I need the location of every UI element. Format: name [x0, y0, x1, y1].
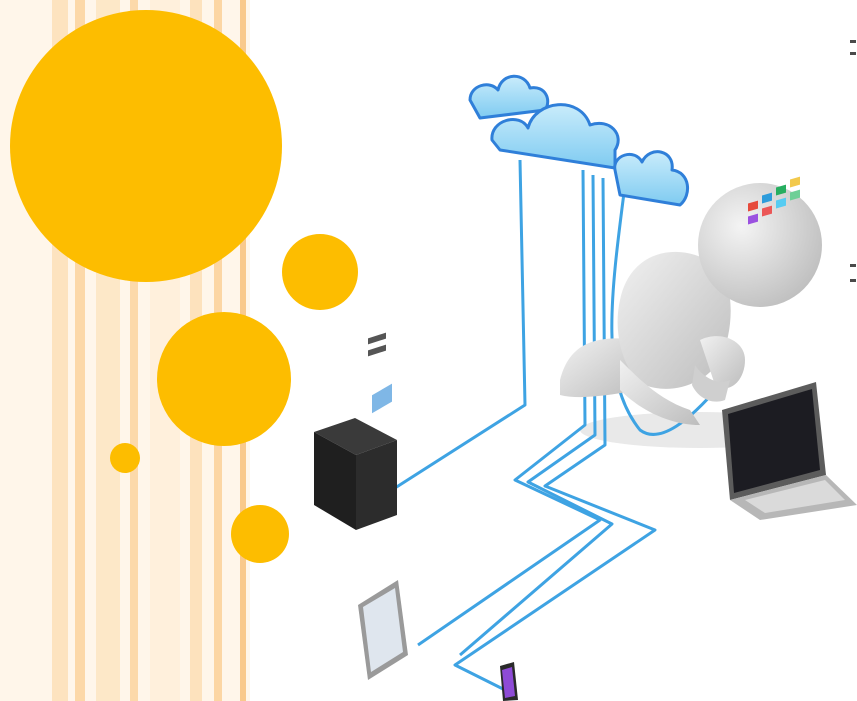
cloud-icon — [470, 76, 688, 205]
desktop-tower-icon — [314, 333, 397, 530]
person-icon — [560, 183, 822, 425]
phone-icon — [500, 662, 518, 701]
